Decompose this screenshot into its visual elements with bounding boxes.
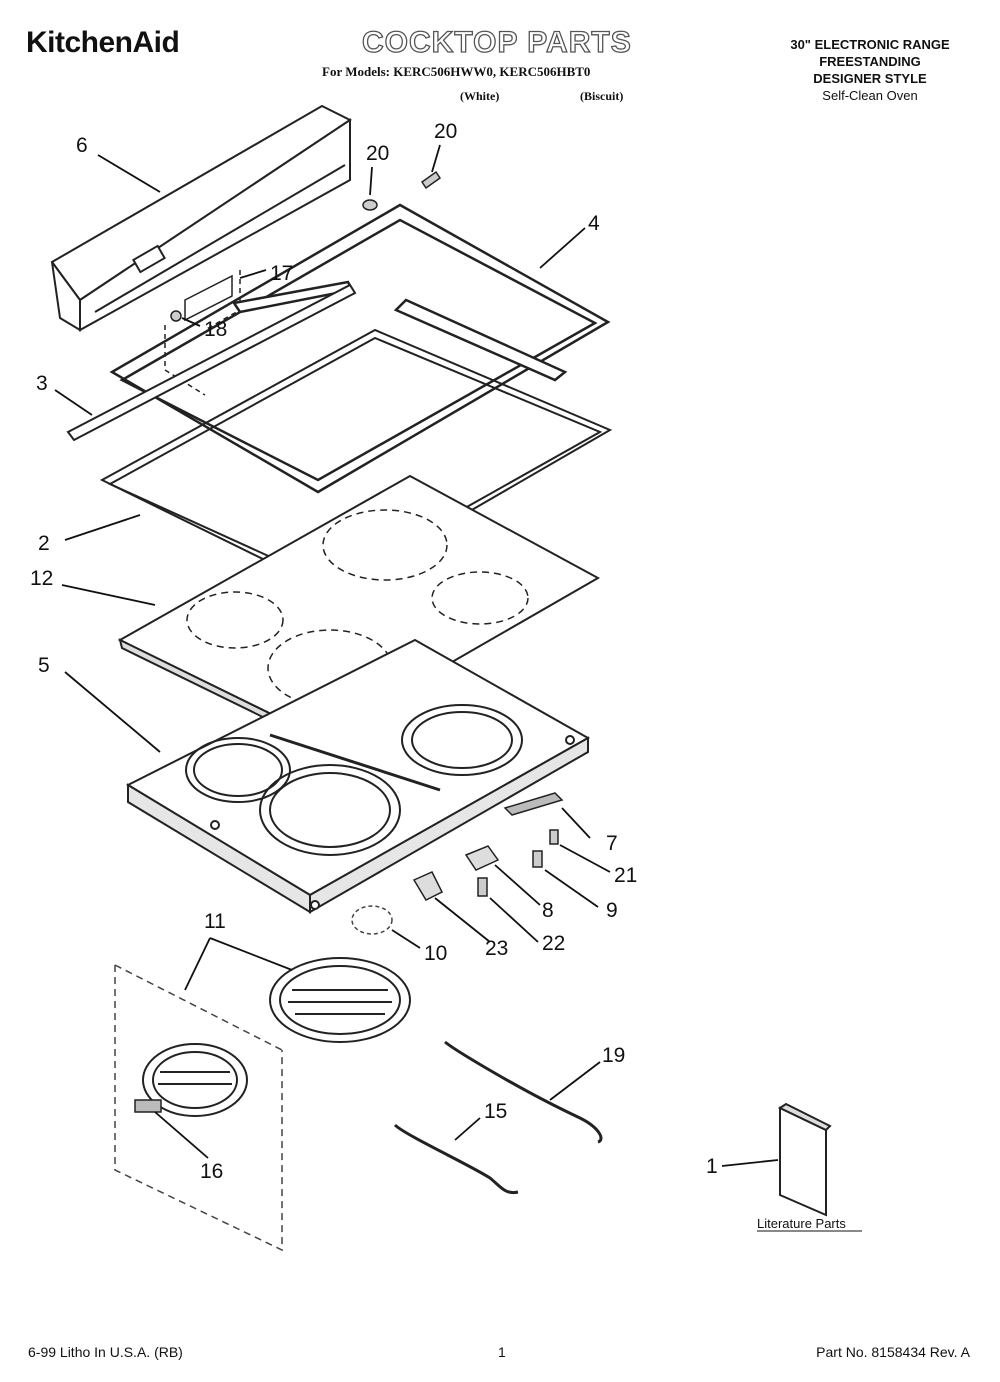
- part-11-element-large: [269, 957, 411, 1043]
- leader-lines: [54, 144, 779, 1167]
- page-title: COCKTOP PARTS: [361, 25, 632, 59]
- callout-18: 18: [204, 318, 227, 341]
- callout-7: 7: [606, 832, 618, 855]
- callout-5: 5: [38, 654, 50, 677]
- callout-23: 23: [485, 937, 508, 960]
- callout-21: 21: [614, 864, 637, 887]
- part-11-group-outline: [114, 964, 283, 1252]
- product-style: DESIGNER STYLE: [813, 71, 927, 86]
- callout-12: 12: [30, 567, 53, 590]
- callout-17: 17: [270, 262, 293, 285]
- callouts: 6 20 20 4 17 18 3 2 12 5 7 21 8 9 23 22 …: [30, 120, 718, 1183]
- models-line: For Models: KERC506HWW0, KERC506HBT0: [322, 64, 591, 79]
- part-22-screw: [477, 877, 488, 897]
- part-9-screw: [532, 850, 543, 868]
- callout-2: 2: [38, 532, 50, 555]
- part-18-clip: [170, 310, 182, 322]
- callout-16: 16: [200, 1160, 223, 1183]
- part-23-clip: [412, 871, 444, 901]
- part-20-screw-a: [362, 199, 378, 211]
- part-4-frame: [109, 203, 611, 494]
- part-1-literature: [777, 1102, 832, 1217]
- callout-20a: 20: [366, 142, 389, 165]
- part-6-backguard: [50, 104, 352, 332]
- callout-22: 22: [542, 932, 565, 955]
- part-2-gasket: [99, 328, 613, 594]
- footer-part-number: Part No. 8158434 Rev. A: [816, 1344, 970, 1360]
- color-label-white: (White): [460, 89, 500, 103]
- callout-3: 3: [36, 372, 48, 395]
- footer-page-number: 1: [498, 1344, 506, 1360]
- callout-1: 1: [706, 1155, 718, 1178]
- part-20-screw-b: [420, 170, 442, 190]
- callout-10: 10: [424, 942, 447, 965]
- callout-19: 19: [602, 1044, 625, 1067]
- callout-9: 9: [606, 899, 618, 922]
- product-feature: Self-Clean Oven: [822, 88, 918, 103]
- part-16-terminal: [134, 1099, 162, 1113]
- part-21-screw: [549, 829, 559, 845]
- footer-print-info: 6-99 Litho In U.S.A. (RB): [28, 1344, 183, 1360]
- part-7-bracket: [503, 792, 564, 816]
- part-11-element-small: [142, 1043, 248, 1117]
- part-5-burner-box: [125, 638, 591, 914]
- callout-4: 4: [588, 212, 600, 235]
- part-8-switch: [464, 845, 500, 871]
- literature-label: Literature Parts: [757, 1216, 846, 1231]
- product-config: FREESTANDING: [819, 54, 921, 69]
- brand-logo: KitchenAid: [26, 26, 180, 59]
- part-3-trim: [66, 283, 357, 442]
- callout-11: 11: [204, 910, 226, 933]
- callout-8: 8: [542, 899, 554, 922]
- part-19-wire: [444, 1040, 603, 1144]
- product-info: 30" ELECTRONIC RANGE FREESTANDING DESIGN…: [745, 36, 995, 104]
- callout-6: 6: [76, 134, 88, 157]
- color-label-biscuit: (Biscuit): [580, 89, 624, 103]
- product-type: 30" ELECTRONIC RANGE: [790, 37, 950, 52]
- part-10-limiter: [351, 905, 393, 935]
- part-15-wire: [393, 1123, 519, 1195]
- callout-20b: 20: [434, 120, 457, 143]
- callout-15: 15: [484, 1100, 507, 1123]
